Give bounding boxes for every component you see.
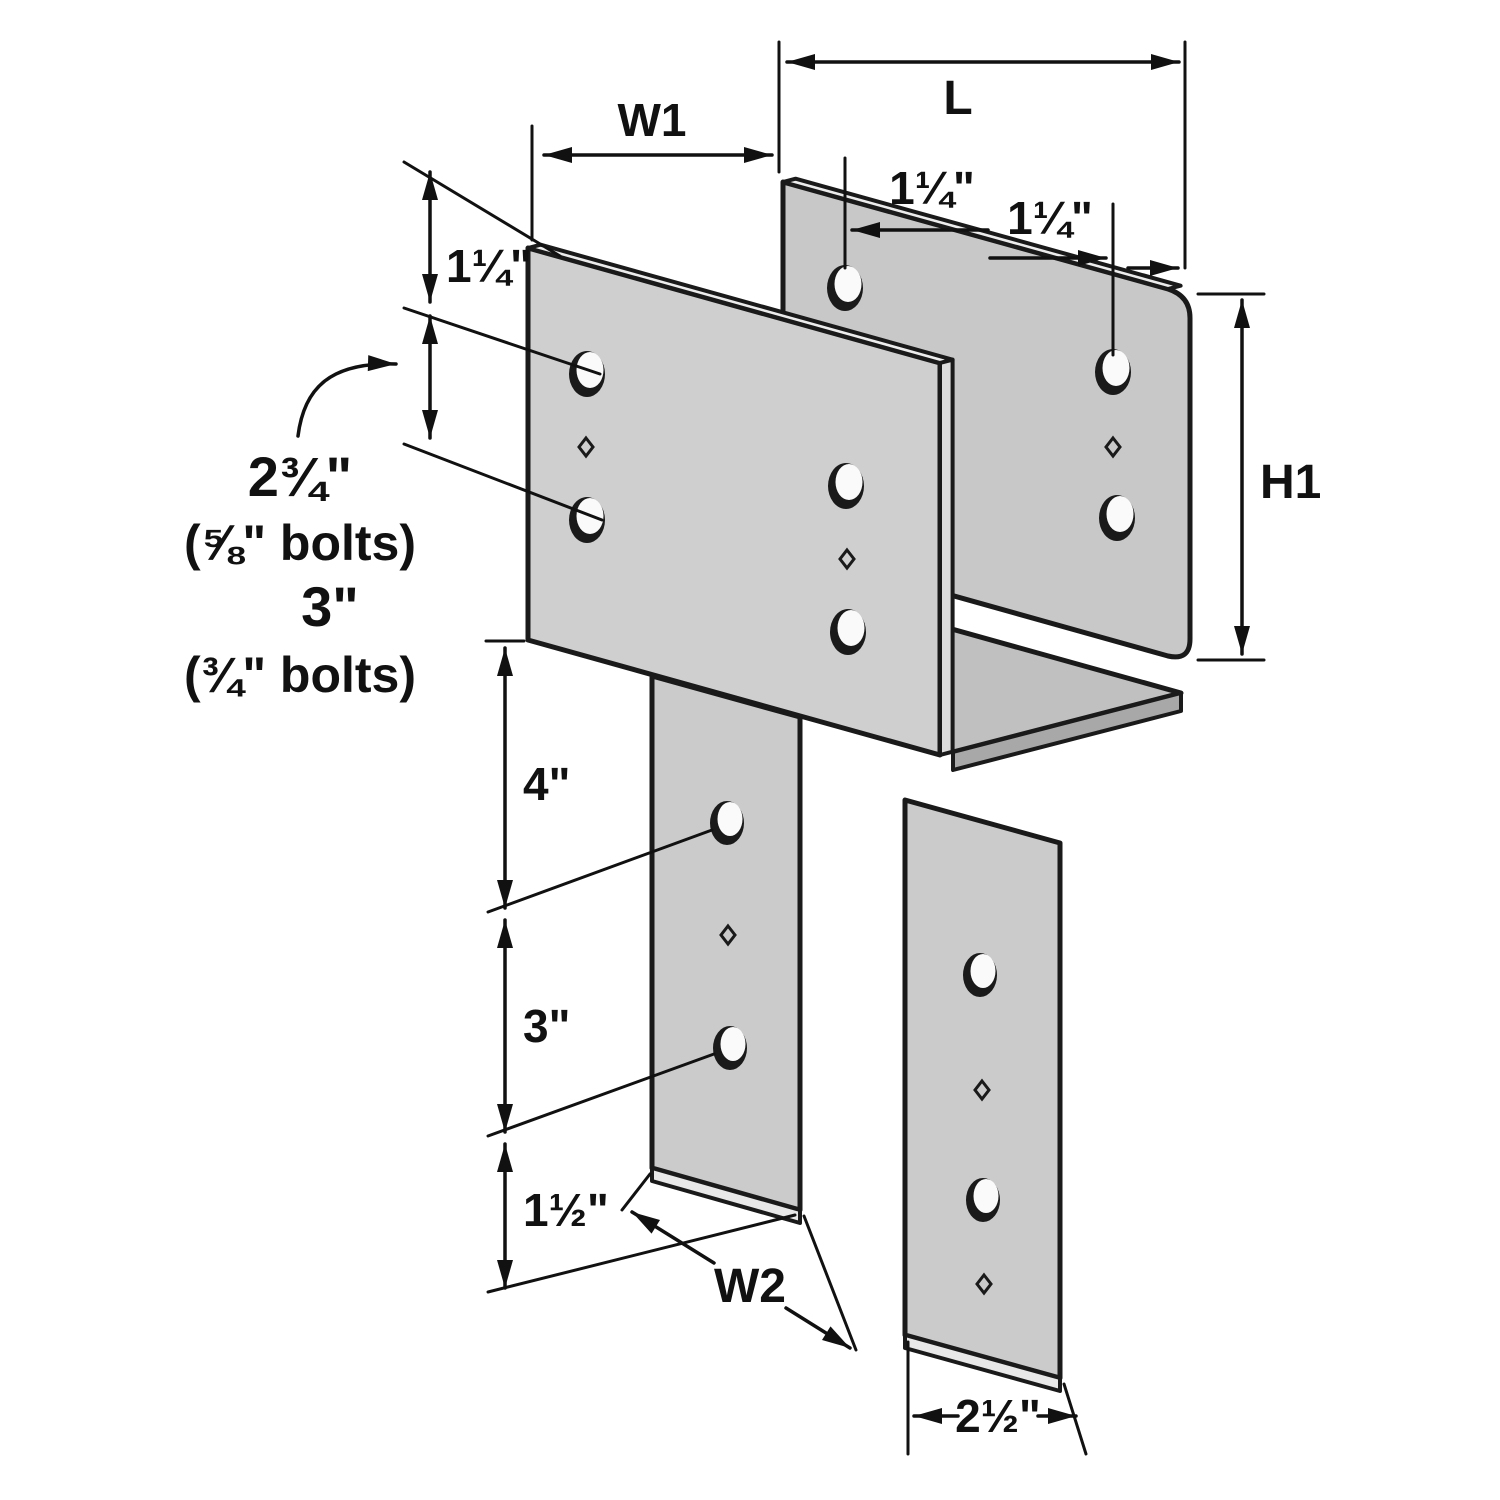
- seat-front-edge: [951, 691, 1183, 772]
- bolt-hole: [713, 1026, 747, 1070]
- nail-diamond-icon: [975, 1272, 993, 1296]
- left-strap-bottom-edge: [650, 1166, 802, 1225]
- part-drawing: [525, 176, 1193, 1393]
- dim-label-edge-dist-side: 1¼": [446, 240, 532, 292]
- dim-label-W1: W1: [618, 94, 687, 146]
- callout-spacing-note-1: (⅝" bolts): [184, 515, 416, 571]
- front-plate-end-edge: [938, 357, 955, 757]
- bolt-hole: [966, 1178, 1000, 1222]
- dim-label-W2: W2: [714, 1260, 786, 1313]
- ext-line-W2-right: [802, 1214, 858, 1352]
- bolt-hole: [1095, 349, 1131, 395]
- dim-label-H1: H1: [1260, 456, 1321, 509]
- bolt-hole: [827, 265, 863, 311]
- dim-label-strap-width: 2½": [955, 1390, 1041, 1442]
- dim-label-beam-edge-right: 1¼": [1007, 192, 1093, 244]
- nail-diamond-icon: [973, 1078, 991, 1102]
- dim-label-L: L: [943, 72, 972, 125]
- ext-line-strapwidth-right: [1062, 1382, 1088, 1456]
- callout-spacing-value-1: 2¾": [248, 445, 352, 508]
- ext-line-hole-row2: [402, 442, 604, 522]
- callout-spacing-value-2: 3": [301, 575, 359, 638]
- ext-line-strap-hole1: [486, 828, 714, 914]
- bolt-hole: [828, 463, 864, 509]
- bolt-hole: [710, 801, 744, 845]
- nail-diamond-icon: [577, 435, 595, 459]
- dim-label-1-5in: 1½": [523, 1184, 609, 1236]
- nail-diamond-icon: [1104, 435, 1122, 459]
- bolt-hole: [1099, 495, 1135, 541]
- dim-line-W2-b: [784, 1306, 852, 1350]
- dim-label-beam-edge-left: 1¼": [889, 162, 975, 214]
- right-strap-bottom-edge: [903, 1333, 1062, 1393]
- ext-line-strap-bottom: [486, 1213, 797, 1294]
- nail-diamond-icon: [719, 923, 737, 947]
- bolt-hole: [963, 953, 997, 997]
- leader-curved-arrow: [296, 355, 398, 438]
- nail-diamond-icon: [838, 547, 856, 571]
- dim-label-4in: 4": [523, 758, 570, 810]
- ext-line-W2-left: [620, 1172, 652, 1212]
- dim-label-3in: 3": [523, 1000, 570, 1052]
- callout-spacing-note-2: (¾" bolts): [184, 647, 416, 703]
- dim-line-W2-a: [630, 1210, 716, 1265]
- dimension-annotations: L W1 1¼" 2¾" (⅝" bolts) 3" (¾" bolts) 1¼…: [184, 40, 1321, 1456]
- ext-line-strap-hole2: [486, 1052, 716, 1138]
- bolt-hole: [830, 609, 866, 655]
